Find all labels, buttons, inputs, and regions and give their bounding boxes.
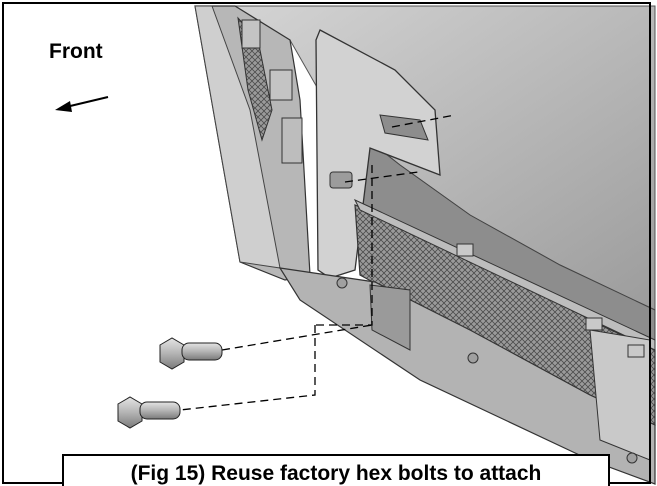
lower-grille-frame	[353, 198, 656, 351]
figure-border	[2, 2, 651, 484]
direction-label: Front	[49, 40, 103, 63]
arrow-left-icon	[55, 96, 109, 112]
grille-tab-mid	[269, 69, 293, 101]
bracket-nut	[329, 171, 353, 189]
fastener-c	[626, 452, 638, 464]
fastener-b	[467, 352, 479, 364]
clip-b	[585, 317, 603, 331]
grille-tab-low	[281, 117, 303, 164]
figure-caption: (Fig 15) Reuse factory hex bolts to atta…	[62, 454, 610, 486]
grille-tab-top	[241, 19, 261, 49]
fastener-a	[336, 277, 348, 289]
hex-bolt-lower	[117, 396, 181, 429]
bracket-slot-upper	[379, 114, 429, 141]
hex-bolt-upper	[159, 337, 223, 370]
clip-a	[456, 243, 474, 257]
lower-skirt-inner	[369, 284, 411, 351]
alignment-lines	[179, 114, 456, 411]
clip-c	[627, 344, 645, 358]
